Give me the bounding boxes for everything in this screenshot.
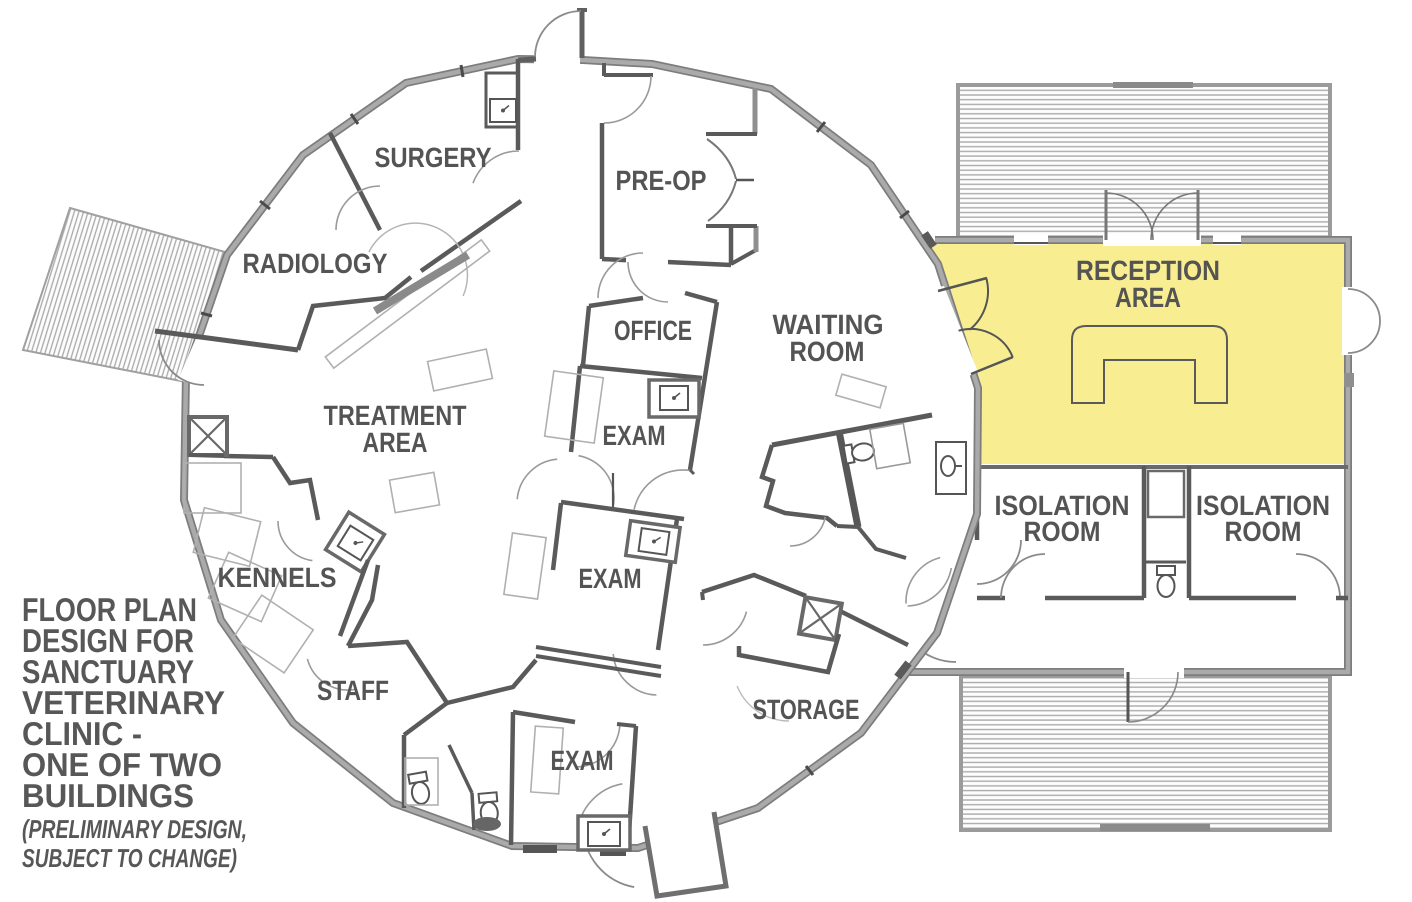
- svg-text:PRE-OP: PRE-OP: [615, 165, 706, 196]
- svg-text:(PRELIMINARY DESIGN,: (PRELIMINARY DESIGN,: [22, 814, 247, 844]
- svg-text:STAFF: STAFF: [317, 675, 389, 706]
- svg-text:OFFICE: OFFICE: [614, 315, 692, 346]
- svg-text:ONE OF TWO: ONE OF TWO: [22, 746, 222, 783]
- svg-text:AREA: AREA: [1115, 282, 1181, 313]
- svg-text:ROOM: ROOM: [1224, 516, 1301, 547]
- svg-text:FLOOR PLAN: FLOOR PLAN: [22, 591, 197, 628]
- svg-text:ROOM: ROOM: [1023, 516, 1100, 547]
- svg-text:AREA: AREA: [362, 427, 427, 458]
- svg-text:ISOLATION: ISOLATION: [994, 490, 1129, 521]
- svg-text:SURGERY: SURGERY: [374, 142, 491, 173]
- svg-text:ROOM: ROOM: [789, 336, 864, 367]
- svg-text:TREATMENT: TREATMENT: [323, 400, 466, 431]
- svg-text:DESIGN FOR: DESIGN FOR: [22, 622, 194, 659]
- svg-text:CLINIC -: CLINIC -: [22, 715, 142, 752]
- svg-text:RECEPTION: RECEPTION: [1076, 255, 1220, 286]
- svg-text:STORAGE: STORAGE: [752, 694, 859, 725]
- svg-text:ISOLATION: ISOLATION: [1196, 490, 1330, 521]
- svg-text:EXAM: EXAM: [550, 745, 613, 776]
- svg-text:EXAM: EXAM: [602, 420, 665, 451]
- svg-text:RADIOLOGY: RADIOLOGY: [242, 248, 387, 279]
- svg-text:SUBJECT TO CHANGE): SUBJECT TO CHANGE): [22, 843, 237, 873]
- svg-text:EXAM: EXAM: [578, 563, 641, 594]
- svg-text:SANCTUARY: SANCTUARY: [22, 653, 194, 690]
- svg-text:BUILDINGS: BUILDINGS: [22, 777, 194, 814]
- svg-text:WAITING: WAITING: [772, 309, 883, 340]
- svg-text:KENNELS: KENNELS: [217, 562, 336, 593]
- svg-text:VETERINARY: VETERINARY: [22, 684, 225, 721]
